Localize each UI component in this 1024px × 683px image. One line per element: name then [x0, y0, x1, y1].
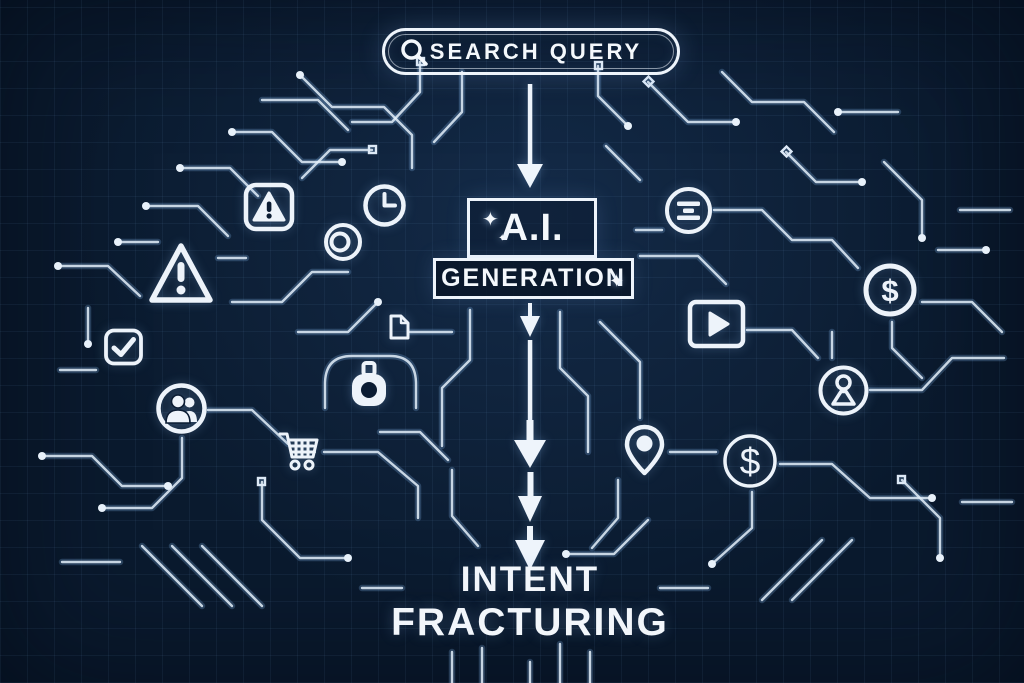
alert-badge-icon: [243, 182, 295, 232]
trace-pads: [256, 56, 907, 487]
clock-icon: [363, 184, 406, 227]
cart-icon: [278, 432, 319, 471]
warning-triangle-icon: [149, 243, 213, 303]
trace-nodes: [38, 71, 990, 568]
dollar-badge-icon: $: [863, 263, 917, 317]
flow-arrow-small: [520, 303, 540, 337]
users-icon: [156, 383, 207, 434]
sparkle-icon: ✦: [609, 271, 625, 291]
generation-box: GENERATION: [433, 258, 634, 299]
flow-arrow-3: [515, 526, 545, 570]
svg-text:$: $: [881, 273, 898, 308]
pin-icon: [624, 424, 665, 476]
search-query-label: SEARCH QUERY: [429, 38, 643, 64]
document-icon: [389, 314, 410, 340]
flow-line-mid: [527, 340, 533, 420]
flow-arrow-2: [518, 472, 542, 522]
svg-text:$: $: [740, 441, 761, 482]
footer-title-line1: INTENT: [460, 560, 600, 599]
camera-lens-icon: [324, 223, 362, 261]
footer-title-line2: FRACTURING: [391, 601, 669, 644]
filter-icon: [665, 187, 712, 234]
search-query-pill: SEARCH QUERY: [382, 28, 680, 75]
dollar-coin-icon: $: [723, 434, 777, 488]
flow-arrow-1: [514, 420, 546, 468]
search-icon: [401, 38, 428, 66]
person-circle-icon: [818, 365, 869, 416]
ai-box-label: A.I.: [500, 206, 564, 249]
play-icon: [687, 299, 746, 349]
ai-box: A.I.: [467, 198, 597, 258]
sparkle-icon: ✦: [498, 233, 507, 244]
footer-title: INTENT FRACTURING: [0, 560, 1024, 645]
sparkle-icon: ✦: [482, 209, 499, 231]
generation-box-label: GENERATION: [441, 264, 626, 292]
check-square-icon: [104, 328, 143, 366]
flow-arrow-top: [517, 84, 543, 188]
lock-icon: [352, 361, 386, 406]
